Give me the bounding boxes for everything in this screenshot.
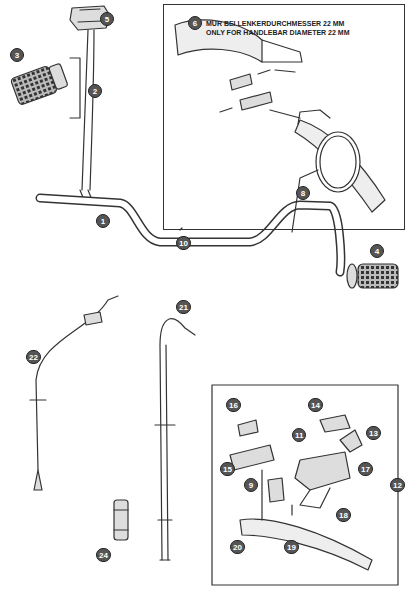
callout-number: 14 <box>308 398 323 412</box>
callout-number: 6 <box>188 16 202 30</box>
callout-number: 21 <box>176 300 191 314</box>
callout-number: 19 <box>284 540 299 554</box>
callout-number: 11 <box>292 428 306 442</box>
callout-number: 20 <box>230 540 245 554</box>
callout-number: 16 <box>226 398 241 412</box>
callout-number: 12 <box>390 478 405 492</box>
note-text: ONLY FOR HANDLEBAR DIAMETER 22 MM <box>206 28 404 37</box>
group-box: MUR BEI LENKERDURCHMESSER 22 MMONLY FOR … <box>163 4 405 230</box>
note-text: MUR BEI LENKERDURCHMESSER 22 MM <box>206 19 404 28</box>
callout-number: 10 <box>176 236 191 250</box>
callout-number: 3 <box>10 48 24 62</box>
callout-number: 24 <box>96 548 111 562</box>
callout-number: 2 <box>88 84 102 98</box>
callout-number: 18 <box>336 508 351 522</box>
callout-number: 13 <box>366 426 381 440</box>
callout-number: 22 <box>26 350 41 364</box>
callout-number: 17 <box>358 462 373 476</box>
callout-number: 15 <box>220 462 235 476</box>
callout-number: 1 <box>96 214 110 228</box>
callout-number: 4 <box>370 244 384 258</box>
callout-number: 5 <box>100 12 114 26</box>
callout-number: 8 <box>296 186 310 200</box>
callout-number: 9 <box>244 478 258 492</box>
